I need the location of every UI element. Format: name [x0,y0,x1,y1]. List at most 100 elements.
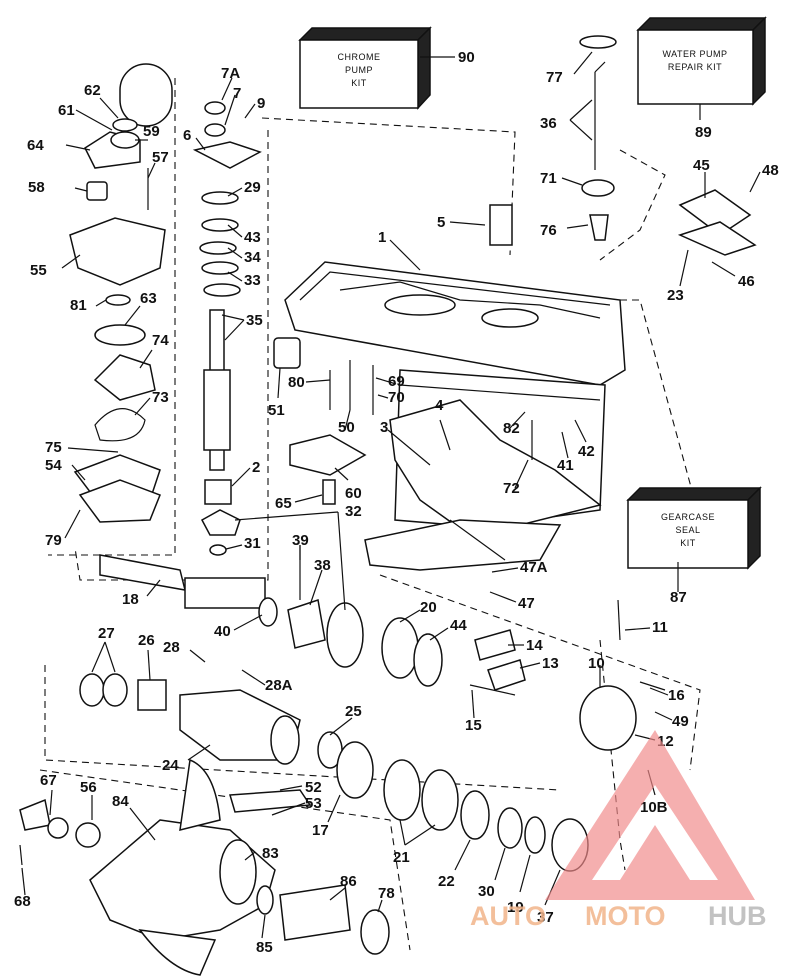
part-number-labels: 90 89 77 36 71 76 45 48 23 46 5 1 7A 7 9… [14,49,779,956]
watermark-auto-text: AUTO [470,901,546,931]
chrome-pump-kit-box: CHROME PUMP KIT [298,26,432,110]
part-label-23: 23 [667,287,684,304]
part-label-83: 83 [262,845,279,862]
watermark-logo-icon [545,730,755,900]
part-label-10B: 10B [640,799,668,816]
part-label-11: 11 [652,619,668,636]
part-label-38: 38 [314,557,331,574]
watermark: AUTO MOTO HUB [470,730,767,931]
part-label-75: 75 [45,439,62,456]
part-label-29: 29 [244,179,261,196]
part-label-87: 87 [670,589,687,606]
part-label-32: 32 [345,503,362,520]
part-label-21: 21 [393,849,410,866]
part-label-60: 60 [345,485,362,502]
gearcase-seal-kit-line-1: GEARCASE [661,512,715,522]
part-label-46: 46 [738,273,755,290]
gearcase-seal-kit-line-3: KIT [680,538,696,548]
part-label-28A: 28A [265,677,293,694]
part-label-52: 52 [305,779,322,796]
part-label-3: 3 [380,419,388,436]
part-label-31: 31 [244,535,261,552]
part-label-25: 25 [345,703,362,720]
part-label-55: 55 [30,262,47,279]
chrome-pump-kit-line-2: PUMP [345,65,373,75]
part-label-90: 90 [458,49,475,66]
part-label-18: 18 [122,591,139,608]
part-label-40: 40 [214,623,231,640]
part-label-48: 48 [762,162,779,179]
part-label-74: 74 [152,332,169,349]
part-label-33: 33 [244,272,261,289]
part-label-37: 37 [537,909,554,926]
water-pump-kit-line-1: WATER PUMP [663,49,728,59]
part-label-36: 36 [540,115,557,132]
part-label-1: 1 [378,229,386,246]
part-label-44: 44 [450,617,467,634]
part-label-50: 50 [338,419,355,436]
part-label-43: 43 [244,229,261,246]
part-label-15: 15 [465,717,482,734]
part-label-16: 16 [668,687,685,704]
part-label-5: 5 [437,214,445,231]
part-label-69: 69 [388,373,405,390]
part-label-77: 77 [546,69,563,86]
part-label-47A: 47A [520,559,548,576]
part-label-51: 51 [268,402,285,419]
part-label-53: 53 [305,795,322,812]
part-label-78: 78 [378,885,395,902]
part-label-73: 73 [152,389,169,406]
part-label-34: 34 [244,249,261,266]
part-label-2: 2 [252,459,260,476]
part-label-54: 54 [45,457,62,474]
part-label-56: 56 [80,779,97,796]
gearcase-seal-kit-line-2: SEAL [675,525,700,535]
gearcase-seal-kit-box: GEARCASE SEAL KIT [626,486,762,570]
part-label-72: 72 [503,480,520,497]
part-label-9: 9 [257,95,265,112]
part-label-63: 63 [140,290,157,307]
part-label-13: 13 [542,655,559,672]
part-label-71: 71 [540,170,557,187]
part-label-4: 4 [435,397,444,414]
part-label-64: 64 [27,137,44,154]
part-label-19: 19 [507,899,524,916]
part-label-59: 59 [143,123,160,140]
part-label-20: 20 [420,599,437,616]
leader-lines [21,51,761,939]
part-label-58: 58 [28,179,45,196]
part-label-76: 76 [540,222,557,239]
part-label-39: 39 [292,532,309,549]
part-label-7: 7 [233,85,241,102]
gearcase-housing [284,261,626,571]
chrome-pump-kit-line-1: CHROME [338,52,381,62]
part-label-28: 28 [163,639,180,656]
part-label-35: 35 [246,312,263,329]
part-label-81: 81 [70,297,87,314]
part-label-26: 26 [138,632,155,649]
chrome-pump-kit-line-3: KIT [351,78,367,88]
part-label-80: 80 [288,374,305,391]
watermark-hub-text: HUB [708,901,767,931]
part-label-22: 22 [438,873,455,890]
part-label-30: 30 [478,883,495,900]
part-label-65: 65 [275,495,292,512]
part-label-14: 14 [526,637,543,654]
part-label-57: 57 [152,149,169,166]
part-shapes [19,35,757,976]
part-label-47: 47 [518,595,535,612]
part-label-49: 49 [672,713,689,730]
part-label-6: 6 [183,127,191,144]
part-label-85: 85 [256,939,273,956]
part-label-24: 24 [162,757,179,774]
water-pump-kit-line-2: REPAIR KIT [668,62,722,72]
watermark-moto-text: MOTO [585,901,666,931]
part-label-42: 42 [578,443,595,460]
part-label-7A: 7A [221,65,240,82]
part-label-27: 27 [98,625,115,642]
part-label-41: 41 [557,457,574,474]
part-label-79: 79 [45,532,62,549]
part-label-17: 17 [312,822,329,839]
part-label-84: 84 [112,793,129,810]
